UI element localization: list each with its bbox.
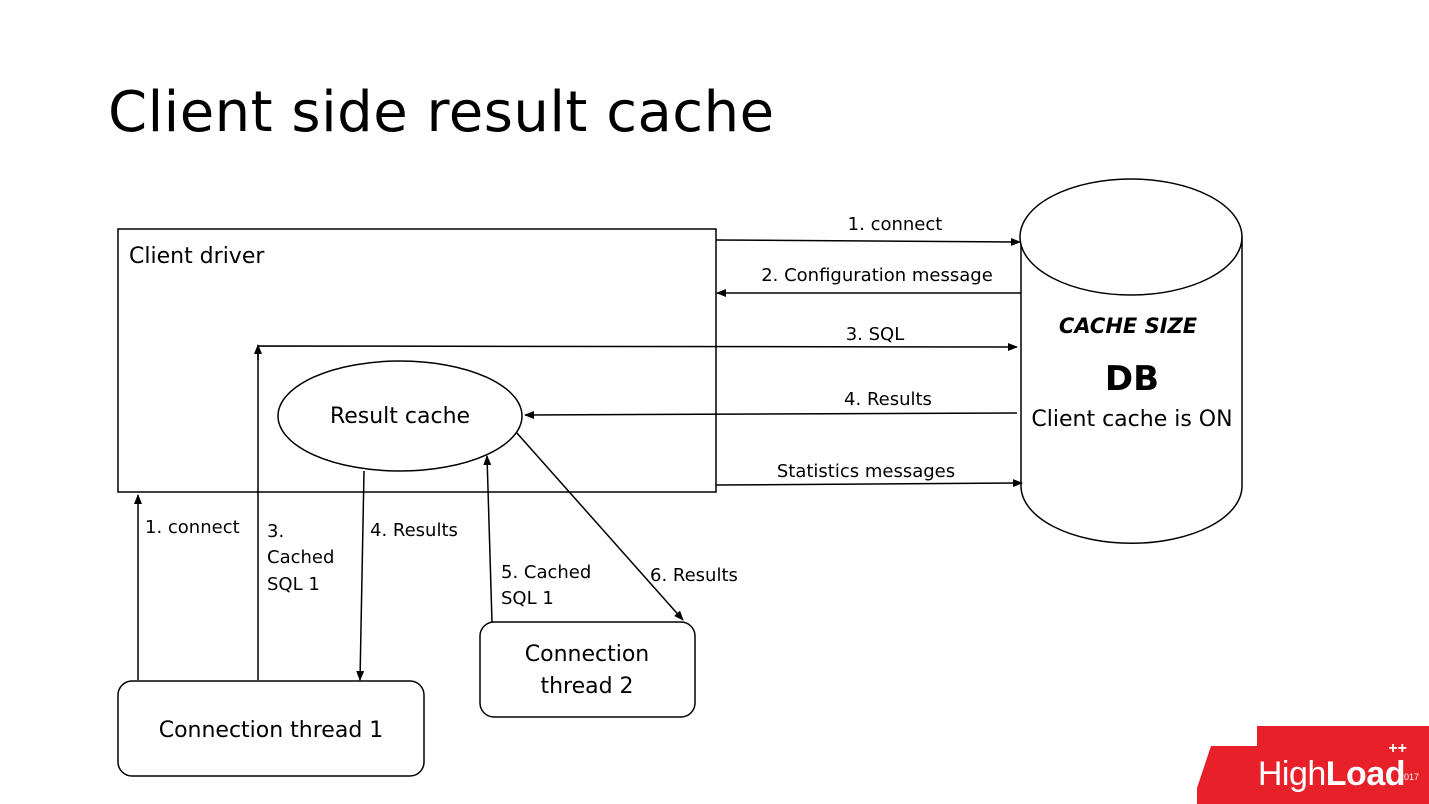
result-cache-label: Result cache [330,404,470,429]
label-thread-connect: 1. connect [145,517,240,538]
db-cylinder [1019,178,1243,545]
client-driver-label: Client driver [129,244,265,269]
connection-thread-1-label: Connection thread 1 [159,718,384,743]
label-cached-sql-1-line3: SQL 1 [267,574,320,595]
arrow-db-results [524,410,1018,419]
connection-thread-1-box [117,680,425,777]
result-cache-ellipse [277,360,523,472]
label-db-statistics: Statistics messages [777,461,955,482]
label-results-4: 4. Results [370,520,458,541]
client-driver-box [117,228,717,493]
arrow-db-connect [715,237,1021,246]
logo-text-light: High [1257,755,1326,793]
highload-logo-text: HighLoad [1257,755,1406,794]
logo-year: 2017 [1398,772,1419,782]
label-cached-sql-2-line2: SQL 1 [501,588,554,609]
label-db-connect: 1. connect [848,214,943,235]
arrow-results-4 [356,470,365,681]
arrow-results-6 [515,431,684,621]
label-cached-sql-1-line1: 3. [267,521,284,542]
connection-thread-2-label-line1: Connection [525,642,649,667]
db-cache-size-label: CACHE SIZE [1059,314,1198,338]
highload-logo-background [1197,726,1429,804]
label-db-results: 4. Results [844,389,932,410]
label-db-configuration: 2. Configuration message [761,265,993,286]
label-db-sql: 3. SQL [846,324,905,345]
logo-superscript: ++ [1388,740,1407,757]
arrow-cached-sql-2 [483,455,493,623]
connection-thread-2-box [479,621,696,718]
label-cached-sql-1-line2: Cached [267,547,334,568]
slide-title: Client side result cache [108,80,775,145]
logo-text-bold: Load [1325,755,1406,793]
db-status-label: Client cache is ON [1031,407,1232,432]
arrow-db-statistics [715,479,1023,488]
label-cached-sql-2-line1: 5. Cached [501,562,591,583]
label-results-6: 6. Results [650,565,738,586]
connection-thread-2-label-line2: thread 2 [540,674,633,699]
db-title: DB [1105,359,1159,399]
